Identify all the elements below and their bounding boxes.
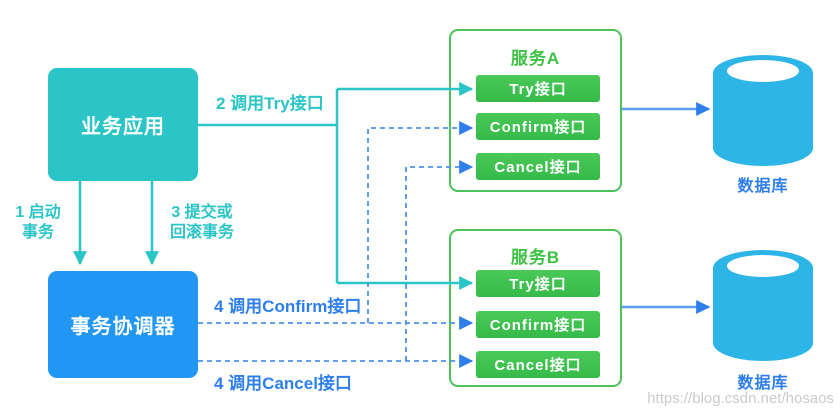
service-b-title: 服务B <box>510 248 561 267</box>
business-app-node: 业务应用 <box>48 68 198 181</box>
watermark-url: https://blog.csdn.net/hosaos <box>647 390 834 407</box>
label-call-confirm: 4 调用Confirm接口 <box>214 297 362 316</box>
edge-start-and-commit <box>73 181 159 266</box>
label-call-try: 2 调用Try接口 <box>216 94 324 113</box>
service-b-node: 服务B Try接口 Confirm接口 Cancel接口 <box>449 229 622 387</box>
label-commit-or-rollback: 3 提交或 回滚事务 <box>169 204 234 241</box>
business-app-label: 业务应用 <box>81 116 165 138</box>
transaction-coordinator-label: 事务协调器 <box>70 316 176 338</box>
edge-service-to-database <box>622 102 711 314</box>
edge-call-cancel <box>198 160 474 368</box>
service-b-cancel-interface: Cancel接口 <box>476 351 600 378</box>
edge-call-try <box>198 82 474 290</box>
database-a-label: 数据库 <box>737 178 789 195</box>
database-b-icon <box>713 250 813 361</box>
label-start-transaction: 1 启动 事务 <box>15 204 61 241</box>
service-a-confirm-interface: Confirm接口 <box>476 113 600 140</box>
database-a-icon <box>713 55 813 166</box>
database-b-label: 数据库 <box>737 375 789 392</box>
transaction-coordinator-node: 事务协调器 <box>48 271 198 378</box>
service-b-confirm-interface: Confirm接口 <box>476 311 600 338</box>
service-a-title: 服务A <box>510 49 561 68</box>
service-a-cancel-interface: Cancel接口 <box>476 153 600 180</box>
service-b-try-interface: Try接口 <box>476 270 600 297</box>
edge-call-confirm <box>198 121 474 330</box>
service-a-try-interface: Try接口 <box>476 75 600 102</box>
service-a-node: 服务A Try接口 Confirm接口 Cancel接口 <box>449 29 622 192</box>
label-call-cancel: 4 调用Cancel接口 <box>214 374 352 393</box>
